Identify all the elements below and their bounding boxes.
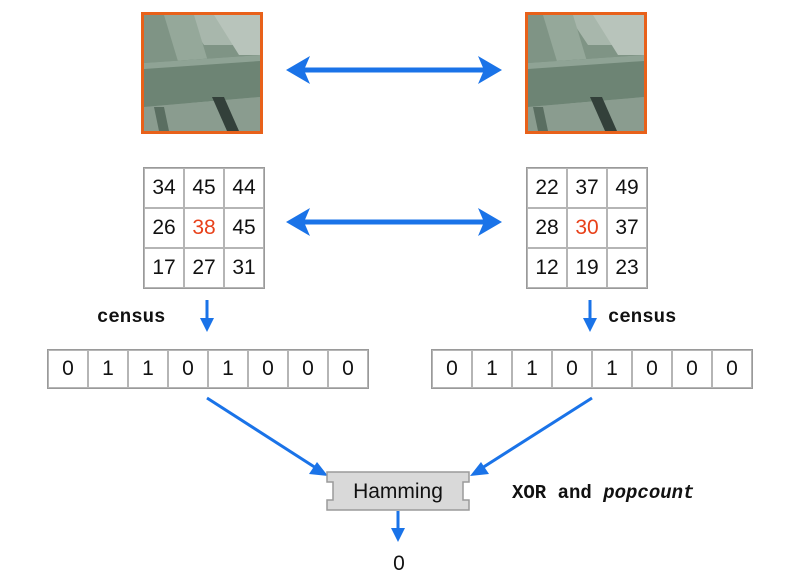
grid-cell: 28 [527,208,567,248]
right-census-arrow [583,300,597,332]
grid-cell: 23 [607,248,647,288]
bit-cell: 0 [672,350,712,388]
left-intensity-grid: 34 45 44 26 38 45 17 27 31 [143,167,265,289]
left-census-arrow [200,300,214,332]
grid-cell: 12 [527,248,567,288]
bit-cell: 0 [632,350,672,388]
right-image-patch [525,12,647,134]
left-census-bits: 0 1 1 0 1 0 0 0 [47,349,369,389]
grid-cell: 26 [144,208,184,248]
bit-cell: 1 [208,350,248,388]
grid-cell: 31 [224,248,264,288]
patch-correspondence-arrow [286,56,502,84]
operation-italic: popcount [603,482,695,504]
bit-cell: 1 [472,350,512,388]
bit-cell: 0 [288,350,328,388]
grid-cell: 45 [224,208,264,248]
grid-cell: 44 [224,168,264,208]
grid-cell: 34 [144,168,184,208]
hamming-box [326,471,470,511]
right-intensity-grid: 22 37 49 28 30 37 12 19 23 [526,167,648,289]
grid-cell: 45 [184,168,224,208]
grid-cell: 27 [184,248,224,288]
right-bits-to-hamming-arrow [470,396,593,476]
bit-cell: 0 [328,350,368,388]
grid-cell: 22 [527,168,567,208]
hamming-label: Hamming [353,480,443,503]
bit-cell: 0 [48,350,88,388]
left-bits-to-hamming-arrow [206,396,328,476]
grid-cell: 37 [607,208,647,248]
grid-cell: 37 [567,168,607,208]
bit-cell: 1 [88,350,128,388]
bit-cell: 0 [168,350,208,388]
bit-cell: 0 [552,350,592,388]
bit-cell: 1 [512,350,552,388]
grid-center-cell: 30 [567,208,607,248]
right-census-label: census [608,306,677,328]
grid-center-cell: 38 [184,208,224,248]
hamming-output-arrow [391,511,405,542]
left-image-patch [141,12,263,134]
bit-cell: 1 [592,350,632,388]
grid-cell: 17 [144,248,184,288]
bit-cell: 1 [128,350,168,388]
hamming-result: 0 [393,552,405,575]
operation-prefix: XOR and [512,482,604,504]
left-census-label: census [97,306,166,328]
grid-correspondence-arrow [286,208,502,236]
bit-cell: 0 [432,350,472,388]
grid-cell: 49 [607,168,647,208]
right-census-bits: 0 1 1 0 1 0 0 0 [431,349,753,389]
hamming-operation-label: XOR and popcount [512,482,694,504]
grid-cell: 19 [567,248,607,288]
bit-cell: 0 [248,350,288,388]
bit-cell: 0 [712,350,752,388]
